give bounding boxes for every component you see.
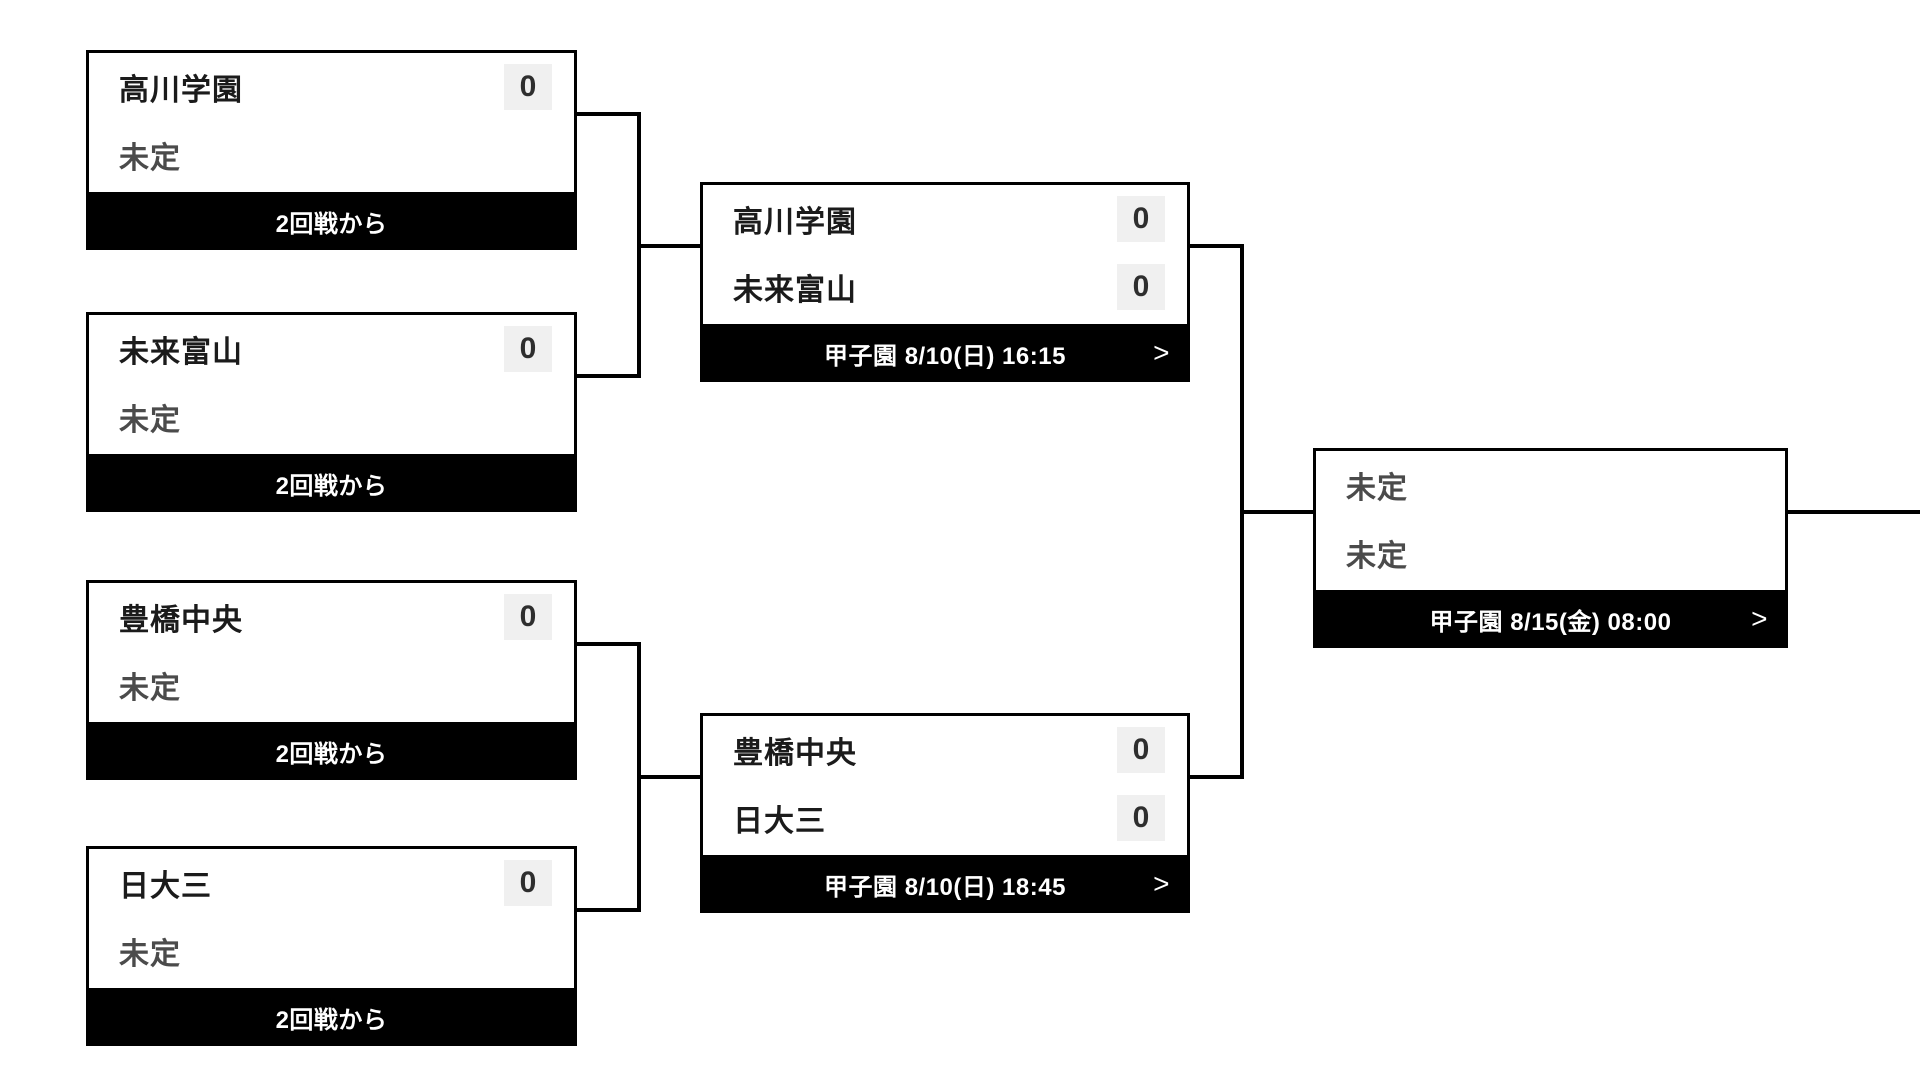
match-card-round1-1: 高川学園 0 未定 2回戦から bbox=[86, 50, 577, 250]
team-name-tbd: 未定 bbox=[119, 142, 181, 175]
team-name-tbd: 未定 bbox=[119, 938, 181, 971]
match-footer-link[interactable]: 甲子園 8/10(日) 16:15 > bbox=[700, 324, 1190, 382]
match-footer-label: 2回戦から bbox=[275, 472, 388, 500]
team-name: 未来富山 bbox=[733, 274, 857, 307]
match-footer: 2回戦から bbox=[86, 454, 577, 512]
team-row: 未来富山 0 bbox=[703, 253, 1187, 321]
team-row: 未来富山 0 bbox=[89, 315, 574, 383]
team-row: 未定 bbox=[1316, 519, 1785, 587]
team-row: 未定 bbox=[89, 917, 574, 985]
match-footer-label: 2回戦から bbox=[275, 210, 388, 238]
team-row: 未定 bbox=[89, 383, 574, 451]
team-name: 日大三 bbox=[119, 870, 212, 903]
team-name: 日大三 bbox=[733, 805, 826, 838]
connector-line bbox=[1240, 244, 1244, 779]
score-badge: 0 bbox=[1117, 795, 1165, 841]
team-name: 未来富山 bbox=[119, 336, 243, 369]
connector-line bbox=[637, 642, 641, 912]
match-footer-link[interactable]: 甲子園 8/10(日) 18:45 > bbox=[700, 855, 1190, 913]
team-name-tbd: 未定 bbox=[119, 404, 181, 437]
match-schedule-label: 甲子園 8/10(日) 18:45 bbox=[824, 873, 1066, 901]
connector-line bbox=[577, 112, 641, 116]
team-name: 高川学園 bbox=[119, 74, 243, 107]
match-schedule-label: 甲子園 8/10(日) 16:15 bbox=[824, 342, 1066, 370]
team-row: 高川学園 0 bbox=[89, 53, 574, 121]
connector-line-winner bbox=[1788, 510, 1920, 514]
match-footer: 2回戦から bbox=[86, 988, 577, 1046]
match-footer-label: 2回戦から bbox=[275, 740, 388, 768]
team-name-tbd: 未定 bbox=[119, 672, 181, 705]
match-card-round1-2: 未来富山 0 未定 2回戦から bbox=[86, 312, 577, 512]
team-name-tbd: 未定 bbox=[1346, 472, 1408, 505]
match-card-round1-3: 豊橋中央 0 未定 2回戦から bbox=[86, 580, 577, 780]
connector-line bbox=[1190, 244, 1244, 248]
team-row: 未定 bbox=[89, 651, 574, 719]
team-row: 日大三 0 bbox=[703, 784, 1187, 852]
team-name: 豊橋中央 bbox=[119, 604, 243, 637]
match-card-round3-1[interactable]: 未定 未定 甲子園 8/15(金) 08:00 > bbox=[1313, 448, 1788, 648]
score-badge: 0 bbox=[1117, 196, 1165, 242]
match-footer: 2回戦から bbox=[86, 722, 577, 780]
match-footer: 2回戦から bbox=[86, 192, 577, 250]
connector-line bbox=[641, 775, 700, 779]
team-name: 豊橋中央 bbox=[733, 737, 857, 770]
team-row: 高川学園 0 bbox=[703, 185, 1187, 253]
score-badge: 0 bbox=[1117, 727, 1165, 773]
connector-line bbox=[1190, 775, 1244, 779]
team-row: 豊橋中央 0 bbox=[703, 716, 1187, 784]
score-badge: 0 bbox=[504, 860, 552, 906]
match-footer-label: 2回戦から bbox=[275, 1006, 388, 1034]
connector-line bbox=[1244, 510, 1313, 514]
match-card-round1-4: 日大三 0 未定 2回戦から bbox=[86, 846, 577, 1046]
team-row: 未定 bbox=[1316, 451, 1785, 519]
chevron-right-icon: > bbox=[1153, 337, 1170, 368]
score-badge: 0 bbox=[504, 594, 552, 640]
connector-line bbox=[577, 374, 641, 378]
match-schedule-label: 甲子園 8/15(金) 08:00 bbox=[1429, 608, 1672, 636]
team-row: 豊橋中央 0 bbox=[89, 583, 574, 651]
connector-line bbox=[637, 112, 641, 378]
connector-line bbox=[577, 642, 641, 646]
connector-line bbox=[577, 908, 641, 912]
score-badge: 0 bbox=[504, 64, 552, 110]
connector-line bbox=[641, 244, 700, 248]
match-card-round2-1[interactable]: 高川学園 0 未来富山 0 甲子園 8/10(日) 16:15 > bbox=[700, 182, 1190, 382]
match-footer-link[interactable]: 甲子園 8/15(金) 08:00 > bbox=[1313, 590, 1788, 648]
team-name-tbd: 未定 bbox=[1346, 540, 1408, 573]
score-badge: 0 bbox=[1117, 264, 1165, 310]
team-name: 高川学園 bbox=[733, 206, 857, 239]
chevron-right-icon: > bbox=[1751, 603, 1768, 634]
team-row: 未定 bbox=[89, 121, 574, 189]
team-row: 日大三 0 bbox=[89, 849, 574, 917]
match-card-round2-2[interactable]: 豊橋中央 0 日大三 0 甲子園 8/10(日) 18:45 > bbox=[700, 713, 1190, 913]
score-badge: 0 bbox=[504, 326, 552, 372]
chevron-right-icon: > bbox=[1153, 868, 1170, 899]
